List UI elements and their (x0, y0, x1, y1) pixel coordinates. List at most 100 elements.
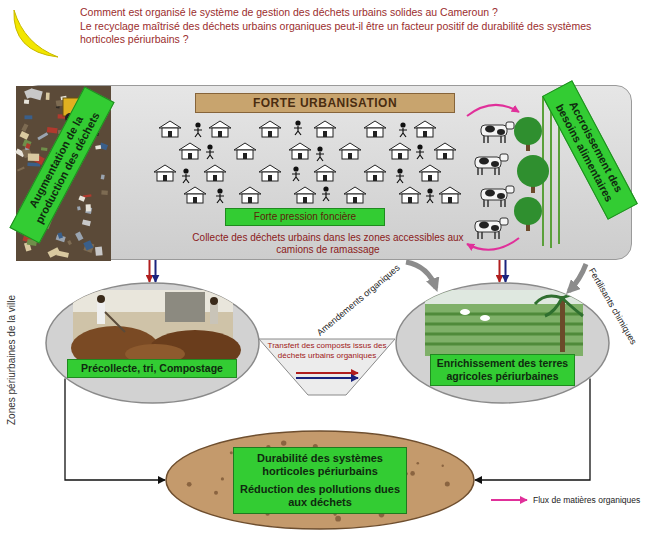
node-shape-part-part (560, 296, 565, 352)
node-shape-part (396, 283, 609, 403)
node-shape-part-part (97, 302, 105, 324)
node-shape-part (399, 122, 407, 137)
green-box-text: Enrichissement des terres agricoles péri… (430, 354, 575, 386)
node-shape-part (17, 167, 25, 172)
node-shape-part (25, 143, 30, 149)
node-shape-part (475, 218, 508, 239)
node-shape (45, 282, 260, 404)
legend-text: Flux de matières organiques (533, 495, 640, 506)
box-text: Forte pression foncière (230, 211, 380, 223)
outcome-ellipse: Durabilité des systèmes horticoles périu… (165, 430, 475, 530)
node-shape-part (316, 146, 324, 161)
node-shape-part (296, 372, 358, 374)
question-text: Comment est organisé le système de gesti… (80, 6, 635, 19)
node-shape-part (289, 143, 311, 159)
node-shape-part (194, 122, 202, 137)
node-shape-part-part (460, 309, 470, 315)
process-ellipse: Précollecte, tri, Compostage (45, 282, 260, 404)
green-box: Forte pression foncière (225, 208, 385, 226)
node-shape-part (426, 188, 434, 203)
node-shape-part (414, 121, 436, 137)
node-shape-part (182, 168, 190, 183)
connector-line (155, 260, 157, 282)
node-shape-part (239, 187, 261, 203)
connector-line (499, 260, 501, 282)
node-shape-part (475, 154, 508, 175)
band-caption: Collecte des déchets urbains dans les zo… (178, 232, 478, 256)
node-shape-part (364, 165, 386, 181)
node-shape-part (25, 115, 33, 119)
outcome-text: Réduction des pollutions dues aux déchet… (239, 483, 401, 509)
urbanisation-band: Collecte des déchets urbains dans les zo… (22, 85, 632, 260)
node-shape-part-part (480, 315, 490, 321)
node-shape-part (184, 187, 206, 203)
node-shape-part (179, 143, 201, 159)
connector-line (149, 260, 151, 282)
node-shape-part (419, 165, 441, 181)
node-shape-part (416, 144, 424, 159)
node-shape-part (58, 232, 64, 238)
funnel-text: Transfert des composts issus des déchets… (262, 341, 392, 360)
node-shape-part (86, 204, 91, 211)
node-shape-part (47, 127, 58, 134)
node-shape-part (20, 131, 30, 140)
node-shape-part (95, 247, 103, 256)
node-shape-part (481, 122, 514, 143)
node-shape-part (82, 219, 91, 226)
node-shape-part (322, 186, 330, 201)
node-shape-part (445, 482, 450, 487)
node-shape-part-part (165, 292, 205, 322)
node-shape-part (154, 165, 176, 181)
node-shape-part (166, 431, 474, 529)
node-shape-part (314, 165, 336, 181)
green-box-text: Précollecte, tri, Compostage (67, 359, 237, 378)
process-ellipse: Enrichissement des terres agricoles péri… (395, 282, 610, 404)
title-bar: FORTE URBANISATION (195, 93, 455, 113)
node-shape-part (434, 143, 456, 159)
node-shape-part (221, 477, 224, 480)
node-shape-part (101, 190, 108, 195)
node-shape-part (481, 186, 514, 207)
node-shape-part (37, 132, 48, 140)
node-shape-part (517, 155, 549, 187)
node-shape-part (389, 143, 411, 159)
sun-symbol (14, 10, 58, 57)
node-shape-part-part (425, 314, 583, 344)
node-shape-part (22, 139, 31, 148)
node-shape-part (335, 516, 341, 522)
node-shape-part (48, 247, 61, 258)
node-shape-part (24, 100, 29, 105)
node-shape-part (417, 462, 420, 465)
node-shape-part (425, 290, 587, 356)
node-shape-part (101, 174, 105, 179)
node-shape-part (410, 471, 415, 476)
zone-label: Zones périurbaines de la ville (6, 295, 18, 425)
node-shape-part (75, 232, 83, 241)
node-shape-part-part (210, 304, 218, 324)
input-label: Amendements organiques (315, 263, 403, 339)
node-shape-part (514, 117, 542, 145)
node-shape-part (78, 195, 85, 201)
node-shape-part (77, 206, 81, 210)
node-shape-part (399, 187, 421, 203)
node-shape-part (292, 166, 300, 181)
node-shape-part (467, 105, 519, 116)
node-shape-part (216, 188, 224, 203)
node-shape-part (95, 145, 101, 150)
node-shape-part (28, 154, 39, 161)
node-shape-part (159, 121, 181, 137)
node-shape-part (259, 339, 395, 395)
node-shape-part (209, 121, 231, 137)
node-shape-part (204, 165, 226, 181)
node-shape-part (41, 147, 48, 151)
node-shape-part (206, 144, 214, 159)
node-shape-part (46, 283, 259, 403)
node-shape-part (71, 290, 241, 370)
connector-line (505, 260, 507, 282)
node-shape-part (294, 187, 316, 203)
legend-swatch (491, 499, 527, 501)
input-arrow (569, 264, 586, 291)
connector (500, 260, 506, 282)
node-shape-part (344, 187, 366, 203)
node-shape-part (364, 121, 386, 137)
